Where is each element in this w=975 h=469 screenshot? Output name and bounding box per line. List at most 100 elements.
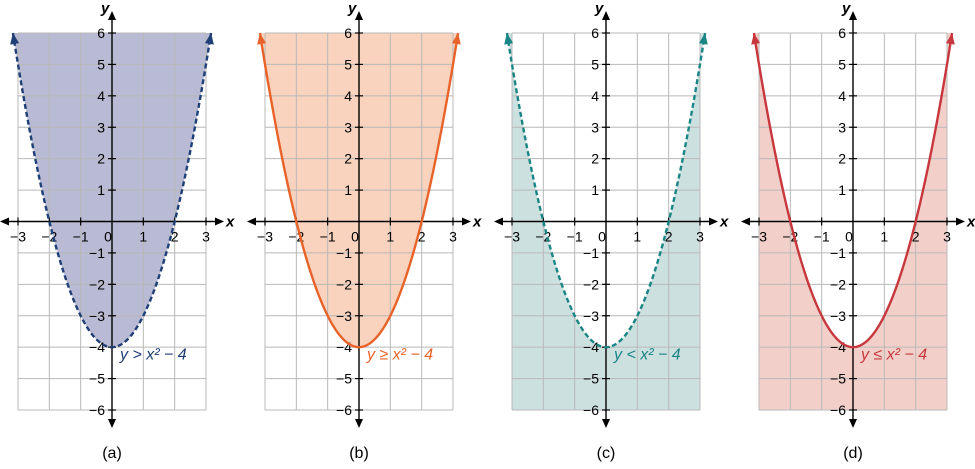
y-tick-label: 2 — [838, 151, 846, 167]
y-tick-label: −5 — [89, 371, 105, 387]
x-tick-label: 1 — [880, 229, 888, 245]
y-axis-label: y — [841, 0, 851, 17]
y-tick-label: −2 — [89, 276, 105, 292]
y-tick-label: −3 — [89, 308, 105, 324]
inequality-label: y < x² − 4 — [613, 347, 681, 364]
y-tick-label: −3 — [830, 308, 846, 324]
panel-caption: (c) — [597, 445, 616, 462]
curve-arrow-right-icon — [451, 33, 461, 45]
x-tick-label: 3 — [696, 229, 704, 245]
x-tick-label: −2 — [41, 229, 57, 245]
curve-arrow-right-icon — [945, 33, 955, 45]
y-tick-label: 3 — [591, 119, 599, 135]
x-tick-label: 2 — [665, 229, 673, 245]
x-axis-label: x — [966, 214, 975, 231]
x-tick-label: −1 — [567, 229, 583, 245]
x-tick-label: −2 — [535, 229, 551, 245]
x-tick-label: 3 — [943, 229, 951, 245]
x-axis-arrow-left-icon — [741, 217, 750, 226]
boundary-curve — [258, 32, 460, 349]
panel-caption: (d) — [843, 445, 863, 462]
y-tick-label: −2 — [336, 276, 352, 292]
curve-arrow-right-icon — [204, 33, 214, 45]
x-tick-label: −3 — [751, 229, 767, 245]
curve-arrow-right-icon — [698, 33, 708, 45]
y-axis-arrow-up-icon — [602, 11, 610, 20]
y-tick-label: −2 — [830, 276, 846, 292]
y-tick-label: 1 — [344, 182, 352, 198]
x-tick-label: 2 — [912, 229, 920, 245]
y-tick-label: 6 — [591, 25, 599, 41]
y-axis-arrow-down-icon — [108, 419, 116, 428]
x-axis-label: x — [472, 214, 482, 231]
x-tick-label: −3 — [10, 229, 26, 245]
x-tick-label: 1 — [139, 229, 147, 245]
y-axis-label: y — [100, 0, 110, 17]
x-axis-arrow-right-icon — [462, 217, 471, 226]
y-axis-arrow-down-icon — [849, 419, 857, 428]
y-tick-label: 3 — [344, 119, 352, 135]
y-axis-label: y — [594, 0, 604, 17]
y-tick-label: 4 — [97, 88, 105, 104]
y-axis-arrow-up-icon — [108, 11, 116, 20]
boundary-curve — [11, 32, 213, 349]
y-tick-label: 5 — [344, 56, 352, 72]
y-tick-label: −4 — [583, 339, 599, 355]
y-axis-arrow-down-icon — [602, 419, 610, 428]
panel-caption: (b) — [349, 445, 369, 462]
y-tick-label: 1 — [838, 182, 846, 198]
y-tick-label: 6 — [838, 25, 846, 41]
x-tick-label: 0 — [598, 229, 606, 245]
x-axis-arrow-left-icon — [494, 217, 503, 226]
y-tick-label: 1 — [97, 182, 105, 198]
y-tick-label: −5 — [583, 371, 599, 387]
x-tick-label: −1 — [814, 229, 830, 245]
y-tick-label: 4 — [344, 88, 352, 104]
x-tick-label: 1 — [386, 229, 394, 245]
y-tick-label: 5 — [97, 56, 105, 72]
x-tick-label: −3 — [504, 229, 520, 245]
y-tick-label: −1 — [89, 245, 105, 261]
x-axis-arrow-right-icon — [215, 217, 224, 226]
x-tick-label: 0 — [845, 229, 853, 245]
y-tick-label: −3 — [336, 308, 352, 324]
x-tick-label: 2 — [418, 229, 426, 245]
x-tick-label: 0 — [104, 229, 112, 245]
x-axis-label: x — [225, 214, 235, 231]
x-tick-label: 0 — [351, 229, 359, 245]
panel-caption: (a) — [102, 445, 122, 462]
x-tick-label: 3 — [202, 229, 210, 245]
curve-arrow-left-icon — [504, 33, 514, 45]
y-tick-label: 1 — [591, 182, 599, 198]
y-tick-label: 2 — [97, 151, 105, 167]
y-tick-label: 5 — [838, 56, 846, 72]
x-axis-arrow-left-icon — [247, 217, 256, 226]
inequality-label: y > x² − 4 — [119, 347, 187, 364]
y-tick-label: −4 — [89, 339, 105, 355]
y-tick-label: 6 — [97, 25, 105, 41]
x-tick-label: −1 — [73, 229, 89, 245]
x-axis-arrow-right-icon — [709, 217, 718, 226]
y-axis-arrow-up-icon — [849, 11, 857, 20]
x-tick-label: 3 — [449, 229, 457, 245]
y-tick-label: 2 — [344, 151, 352, 167]
y-axis-label: y — [347, 0, 357, 17]
inequality-label: y ≤ x² − 4 — [860, 347, 927, 364]
y-tick-label: −6 — [336, 402, 352, 418]
x-axis-arrow-left-icon — [0, 217, 9, 226]
y-tick-label: 4 — [838, 88, 846, 104]
y-tick-label: −6 — [830, 402, 846, 418]
x-axis-label: x — [719, 214, 729, 231]
y-tick-label: −2 — [583, 276, 599, 292]
y-tick-label: −5 — [336, 371, 352, 387]
boundary-curve — [752, 32, 954, 349]
y-tick-label: 2 — [591, 151, 599, 167]
y-axis-arrow-up-icon — [355, 11, 363, 20]
y-tick-label: −5 — [830, 371, 846, 387]
y-tick-label: 3 — [97, 119, 105, 135]
y-tick-label: −1 — [583, 245, 599, 261]
